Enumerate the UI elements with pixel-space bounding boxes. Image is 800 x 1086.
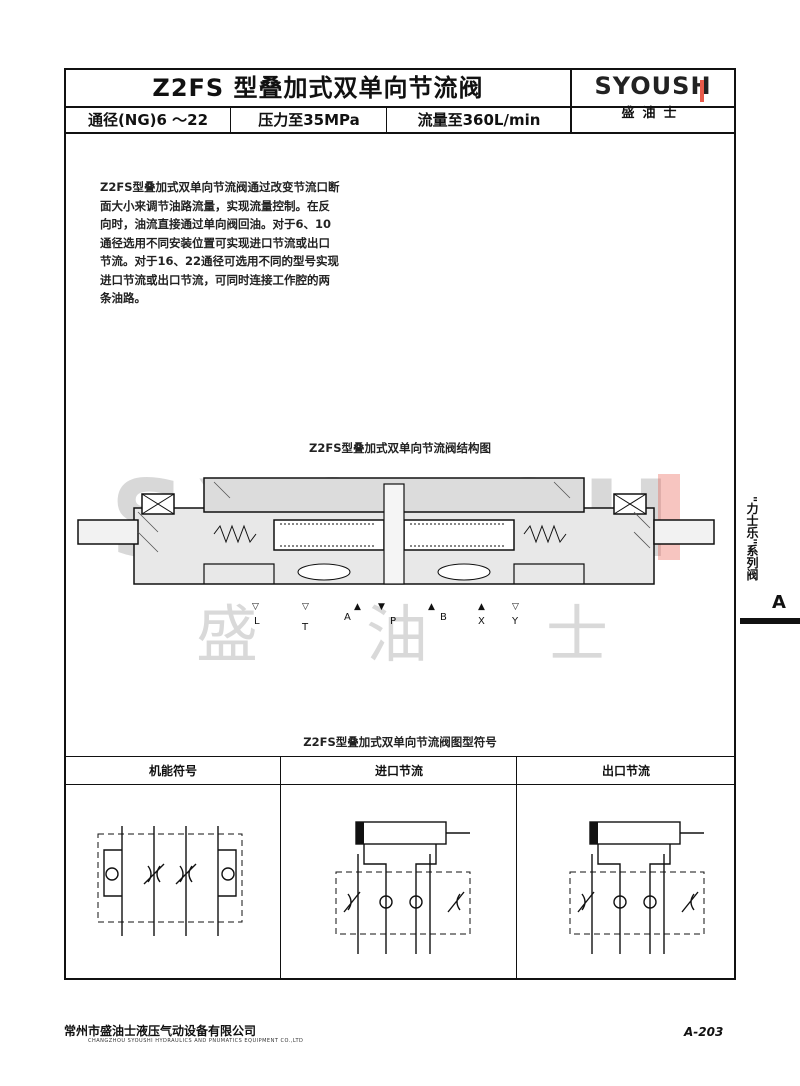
brand-name: SYOUSH (594, 72, 712, 100)
series-label: "力士乐"系列阀 (745, 496, 759, 581)
port-arrow: ▽ (512, 602, 519, 612)
divider (570, 68, 572, 132)
right-spring (523, 524, 567, 544)
product-description: Z2FS型叠加式双单向节流阀通过改变节流口断面大小来调节油路流量，实现流量控制。… (100, 180, 340, 305)
right-port-channel (437, 563, 491, 581)
meter-in-symbol (335, 821, 471, 954)
footer-company-cn: 常州市盛油士液压气动设备有限公司 (64, 1024, 257, 1038)
right-spool (403, 519, 515, 551)
watermark-accent (658, 474, 680, 560)
brand-name-cn: 盛油士 (621, 106, 685, 121)
spec-pressure: 压力至35MPa (258, 111, 360, 129)
watermark-cn-1: 盛 (196, 598, 259, 671)
port-arrow: ▽ (302, 602, 309, 612)
port-arrow: ▼ (378, 602, 385, 612)
structure-caption: Z2FS型叠加式双单向节流阀结构图 (309, 441, 491, 455)
symbol-caption: Z2FS型叠加式双单向节流阀图型符号 (303, 735, 497, 749)
port-label-a: A (344, 612, 351, 623)
divider (386, 107, 387, 132)
port-label-p: P (390, 616, 397, 627)
valve-cross-section: SYOUSH (77, 464, 715, 585)
center-partition (383, 483, 405, 585)
port-arrow: ▲ (428, 602, 435, 612)
right-adjust-screw (653, 519, 715, 545)
left-spool (273, 519, 385, 551)
port-label-b: B (440, 612, 447, 623)
port-arrow: ▲ (354, 602, 361, 612)
watermark-cn-3: 士 (546, 598, 609, 671)
page-number: A-203 (684, 1025, 724, 1039)
column-function-symbol: 机能符号 (148, 764, 197, 778)
column-meter-in: 进口节流 (374, 764, 423, 778)
divider (64, 132, 736, 134)
divider (64, 106, 736, 108)
page-title: Z2FS 型叠加式双单向节流阀 (152, 74, 484, 102)
port-label-x: X (478, 616, 485, 627)
left-spring (213, 524, 257, 544)
section-tab-bar (740, 618, 800, 624)
footer-company-en: CHANGZHOU SYOUSHI HYDRAULICS AND PNUMATI… (88, 1038, 304, 1044)
divider (64, 784, 736, 785)
page-frame (64, 68, 736, 980)
spec-flow: 流量至360L/min (417, 111, 541, 129)
logo-accent-bar (700, 80, 704, 102)
section-letter: A (772, 592, 786, 613)
divider (280, 756, 281, 980)
divider (516, 756, 517, 980)
left-port-channel (297, 563, 351, 581)
port-label-y: Y (512, 616, 519, 627)
function-symbol (97, 826, 243, 936)
port-label-t: T (302, 622, 309, 633)
port-arrow: ▽ (252, 602, 259, 612)
port-arrow: ▲ (478, 602, 485, 612)
divider (230, 107, 231, 132)
meter-out-symbol (569, 821, 705, 954)
divider (64, 756, 736, 757)
brand-logo: SYOUSH 盛油士 (572, 72, 734, 121)
left-adjust-screw (77, 519, 139, 545)
column-meter-out: 出口节流 (601, 764, 650, 778)
port-label-l: L (254, 616, 260, 627)
watermark-cn-2: 油 (366, 598, 429, 671)
spec-size: 通径(NG)6 ～22 (87, 111, 209, 129)
